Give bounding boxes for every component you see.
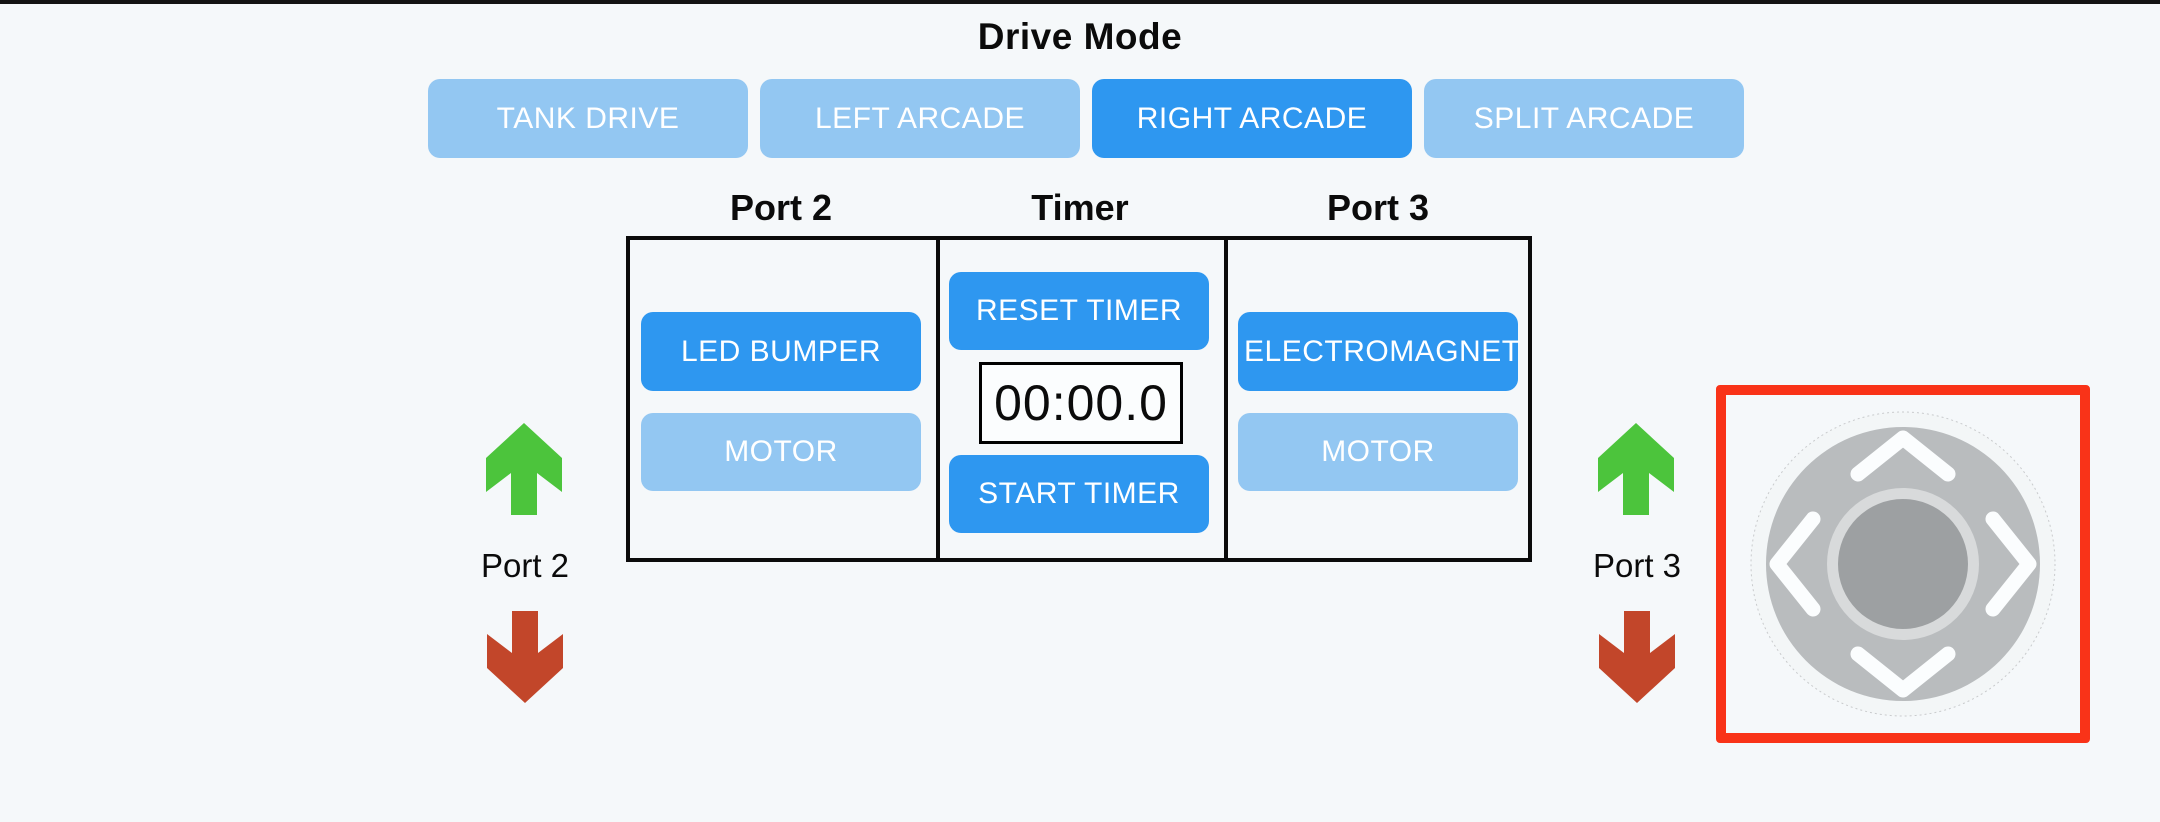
port3-column-header: Port 3 (1326, 187, 1430, 228)
port3-down-arrow-icon[interactable] (1598, 611, 1676, 703)
port2-label: Port 2 (480, 547, 570, 584)
port3-up-arrow-icon[interactable] (1597, 423, 1675, 515)
drive-mode-title: Drive Mode (977, 16, 1183, 57)
port3-label: Port 3 (1592, 547, 1682, 584)
reset-timer-button[interactable]: RESET TIMER (949, 272, 1209, 350)
joystick-up-chevron-icon (1850, 430, 1956, 482)
port2-down-arrow-icon[interactable] (486, 611, 564, 703)
joystick[interactable] (1750, 411, 2056, 717)
timer-column-header: Timer (1031, 187, 1129, 228)
left-arcade-button[interactable]: LEFT ARCADE (760, 79, 1080, 158)
control-table-frame (626, 236, 1532, 562)
right-arcade-button[interactable]: RIGHT ARCADE (1092, 79, 1412, 158)
tank-drive-button[interactable]: TANK DRIVE (428, 79, 748, 158)
top-edge-bar (0, 0, 2160, 4)
table-divider-left (936, 236, 940, 562)
port3-motor-button[interactable]: MOTOR (1238, 413, 1518, 491)
port2-motor-button[interactable]: MOTOR (641, 413, 921, 491)
port2-column-header: Port 2 (729, 187, 833, 228)
timer-display: 00:00.0 (979, 362, 1183, 444)
led-bumper-button[interactable]: LED BUMPER (641, 312, 921, 391)
joystick-right-chevron-icon (1985, 511, 2037, 617)
port2-up-arrow-icon[interactable] (485, 423, 563, 515)
start-timer-button[interactable]: START TIMER (949, 455, 1209, 533)
joystick-left-chevron-icon (1769, 511, 1821, 617)
joystick-down-chevron-icon (1850, 646, 1956, 698)
split-arcade-button[interactable]: SPLIT ARCADE (1424, 79, 1744, 158)
electromagnet-button[interactable]: ELECTROMAGNET (1238, 312, 1520, 391)
table-divider-right (1224, 236, 1228, 562)
joystick-knob (1838, 499, 1968, 629)
